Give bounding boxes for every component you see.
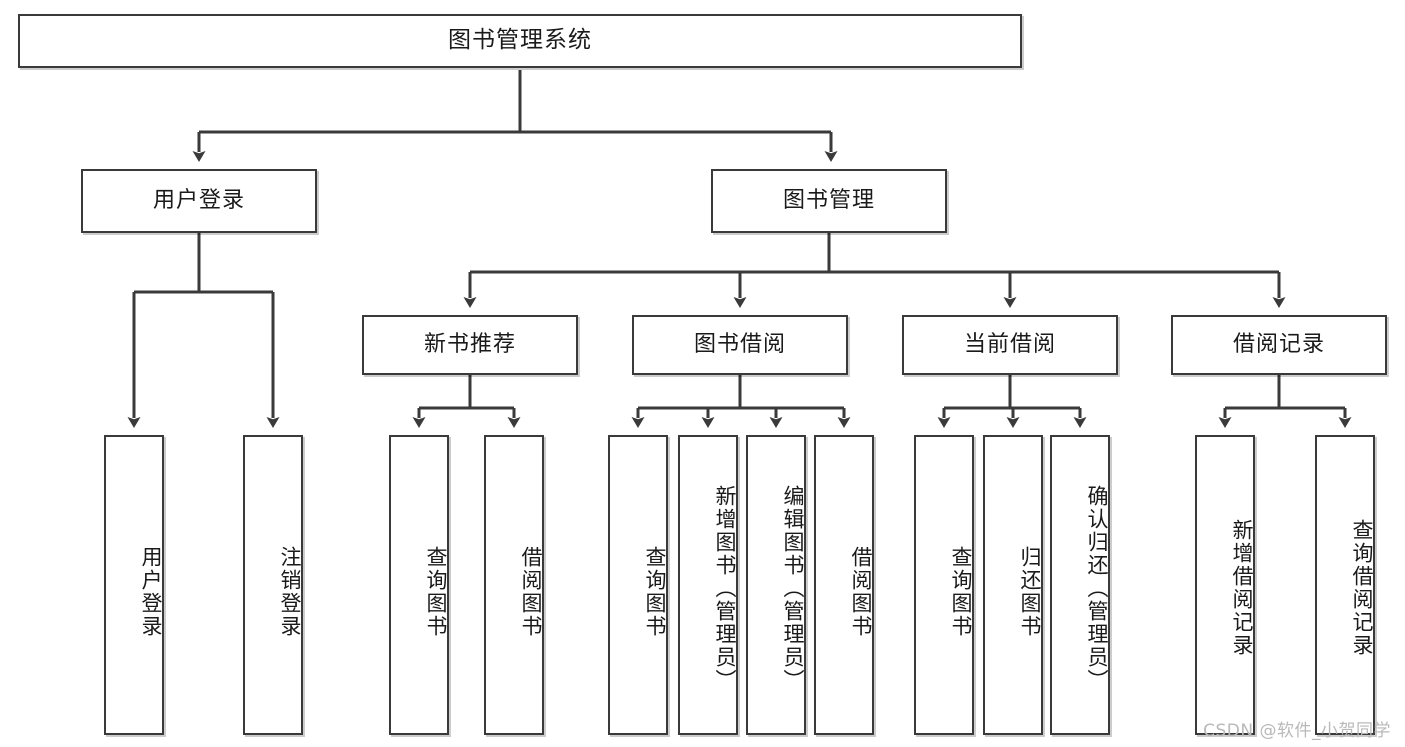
node-new-book-rec[interactable]: 新书推荐	[362, 315, 578, 375]
node-leaf-borrow-book-2[interactable]: 借阅图书	[814, 435, 874, 735]
node-leaf-query-book-2[interactable]: 查询图书	[608, 435, 668, 735]
node-book-manage[interactable]: 图书管理	[711, 169, 947, 233]
node-user-login[interactable]: 用户登录	[81, 169, 317, 233]
node-book-borrow[interactable]: 图书借阅	[632, 315, 848, 375]
node-leaf-query-borrow-record[interactable]: 查询借阅记录	[1315, 435, 1375, 735]
node-root[interactable]: 图书管理系统	[18, 14, 1022, 68]
node-leaf-add-book-admin[interactable]: 新增图书（管理员）	[678, 435, 738, 735]
node-leaf-user-login[interactable]: 用户登录	[104, 435, 164, 735]
node-leaf-borrow-book-1[interactable]: 借阅图书	[484, 435, 544, 735]
node-leaf-add-borrow-record[interactable]: 新增借阅记录	[1195, 435, 1255, 735]
watermark: CSDN @软件_小贺同学	[1203, 721, 1391, 741]
node-leaf-logout[interactable]: 注销登录	[243, 435, 303, 735]
node-current-borrow[interactable]: 当前借阅	[902, 315, 1118, 375]
node-leaf-return-book[interactable]: 归还图书	[983, 435, 1043, 735]
node-leaf-query-book-1[interactable]: 查询图书	[389, 435, 449, 735]
node-borrow-record[interactable]: 借阅记录	[1171, 315, 1387, 375]
node-leaf-confirm-return-admin[interactable]: 确认归还（管理员）	[1050, 435, 1110, 735]
node-leaf-query-book-3[interactable]: 查询图书	[914, 435, 974, 735]
node-leaf-edit-book-admin[interactable]: 编辑图书（管理员）	[746, 435, 806, 735]
